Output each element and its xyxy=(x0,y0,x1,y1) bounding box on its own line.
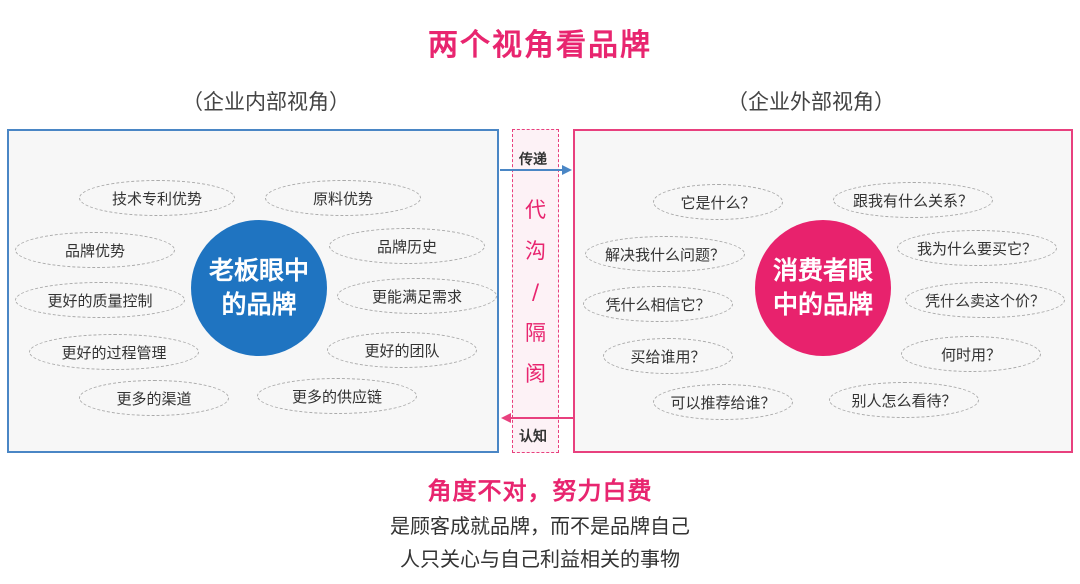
consumer-view-circle: 消费者眼 中的品牌 xyxy=(755,220,891,356)
right-item-recommend-to-whom: 可以推荐给谁？ xyxy=(653,384,793,420)
gap-divider-text: 代 沟 / 隔 阂 xyxy=(513,190,558,395)
left-item-more-channels: 更多的渠道 xyxy=(79,380,229,416)
divider-char: 代 xyxy=(525,198,546,222)
divider-char: 隔 xyxy=(525,321,546,345)
left-item-better-team: 更好的团队 xyxy=(327,332,477,368)
footer-line-3: 人只关心与自己利益相关的事物 xyxy=(400,547,680,571)
right-panel-heading: （企业外部视角） xyxy=(727,90,895,114)
divider-char: 沟 xyxy=(525,239,546,263)
gap-divider: 代 沟 / 隔 阂 xyxy=(512,129,559,453)
right-item-why-buy: 我为什么要买它？ xyxy=(897,230,1057,266)
left-item-raw-material: 原料优势 xyxy=(265,180,421,216)
right-item-what-is-it: 它是什么？ xyxy=(653,184,783,220)
transmit-arrow-label: 传递 xyxy=(519,152,547,168)
consumer-view-label-line2: 中的品牌 xyxy=(772,290,873,319)
divider-char: / xyxy=(531,280,540,304)
right-item-others-view: 别人怎么看待？ xyxy=(829,382,979,418)
perception-arrow-head xyxy=(501,413,511,423)
left-item-meet-needs: 更能满足需求 xyxy=(337,278,497,314)
left-item-brand-advantage: 品牌优势 xyxy=(15,232,175,268)
internal-view-panel: 技术专利优势 原料优势 品牌优势 品牌历史 更好的质量控制 更能满足需求 更好的… xyxy=(7,129,499,453)
left-item-tech-patent: 技术专利优势 xyxy=(79,180,235,216)
boss-view-label-line1: 老板眼中 xyxy=(208,256,309,285)
left-item-supply-chain: 更多的供应链 xyxy=(257,378,417,414)
page-title: 两个视角看品牌 xyxy=(428,28,652,63)
perception-arrow-label: 认知 xyxy=(519,429,547,445)
left-panel-heading: （企业内部视角） xyxy=(182,90,350,114)
footer-line-2: 是顾客成就品牌，而不是品牌自己 xyxy=(390,514,690,538)
left-item-brand-history: 品牌历史 xyxy=(329,228,485,264)
external-view-panel: 它是什么？ 跟我有什么关系？ 解决我什么问题？ 我为什么要买它？ 凭什么相信它？… xyxy=(573,129,1073,453)
right-item-relation-to-me: 跟我有什么关系？ xyxy=(833,182,993,218)
right-item-why-trust: 凭什么相信它？ xyxy=(583,286,733,322)
right-item-why-price: 凭什么卖这个价？ xyxy=(905,282,1065,318)
boss-view-label-line2: 的品牌 xyxy=(221,290,297,319)
transmit-arrow-head xyxy=(562,165,572,175)
boss-view-circle: 老板眼中 的品牌 xyxy=(191,220,327,356)
right-item-when-use: 何时用？ xyxy=(901,336,1041,372)
left-item-quality-control: 更好的质量控制 xyxy=(15,282,185,318)
right-item-solve-problem: 解决我什么问题？ xyxy=(585,236,745,272)
footer-headline: 角度不对，努力白费 xyxy=(427,477,653,505)
divider-char: 阂 xyxy=(525,362,546,386)
right-item-buy-for-whom: 买给谁用？ xyxy=(603,338,733,374)
left-item-process-management: 更好的过程管理 xyxy=(29,334,199,370)
consumer-view-label-line1: 消费者眼 xyxy=(772,256,873,285)
